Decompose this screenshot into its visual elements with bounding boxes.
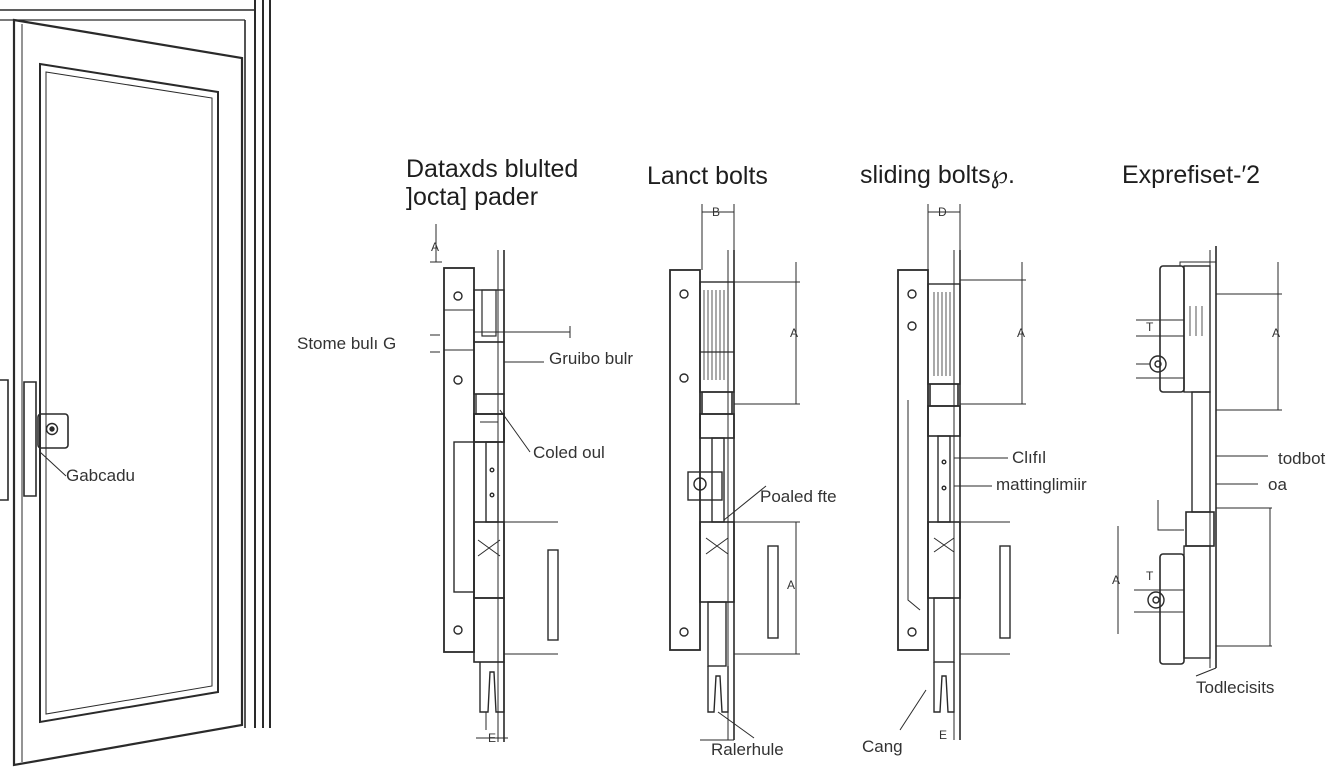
dim-mark-t: T — [1146, 320, 1154, 334]
callout-coled-oul: Coled oul — [533, 443, 605, 462]
dim-mark-t: T — [1146, 569, 1154, 583]
panel4-bolt-drawing — [1117, 246, 1282, 677]
dim-mark-b: B — [712, 205, 721, 219]
dim-mark-e: E — [939, 728, 948, 742]
callout-todlecsits: Todlecisits — [1196, 678, 1275, 697]
callout-clifl: Clıfıl — [1012, 448, 1046, 467]
dim-mark-a: A — [431, 240, 440, 254]
panel1-bolt-drawing — [430, 224, 571, 742]
callout-cang: Cang — [862, 737, 903, 756]
panel2-bolt-drawing — [669, 204, 800, 741]
callout-oa: oa — [1268, 475, 1287, 494]
panel3-title: sliding bolts℘. — [860, 161, 1016, 189]
dim-mark-a: A — [790, 326, 799, 340]
callout-raled-fte: Poaled fte — [760, 487, 837, 506]
panel3-bolt-drawing — [897, 204, 1026, 740]
dim-mark-d: D — [938, 205, 947, 219]
door-illustration — [0, 0, 271, 767]
callout-raleroule: Ralerhule — [711, 740, 784, 759]
callout-gruibo-bult: Gruibo bulr — [549, 349, 634, 368]
dim-mark-e: E — [488, 731, 497, 745]
panel1-title-line2: ]octa] pader — [406, 183, 539, 211]
callout-todbot: todbot — [1278, 449, 1326, 468]
panel1-title-line1: Dataxds blulted — [406, 155, 579, 183]
panel2-title: Lanct bolts — [647, 162, 768, 190]
panel4-title: Exprefiset-′2 — [1122, 161, 1261, 189]
dim-mark-a: A — [787, 578, 796, 592]
callout-mattinglimair: mattinglimiir — [996, 475, 1087, 494]
dim-mark-a: A — [1017, 326, 1026, 340]
callout-stome-bulk: Stome bulı G — [297, 334, 397, 353]
dim-mark-a: A — [1272, 326, 1281, 340]
callout-door-hardware: Gabcadu — [66, 466, 135, 485]
dim-mark-a: A — [1112, 573, 1121, 587]
